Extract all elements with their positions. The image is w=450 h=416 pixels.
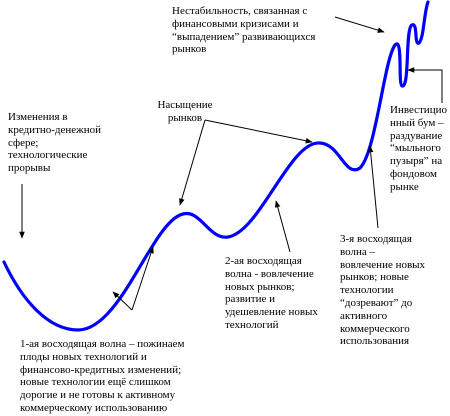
- arrow-wave1-b: [112, 291, 133, 311]
- label-market-saturation: Насыщение рынков: [157, 99, 213, 124]
- label-investment-boom: Инвестицио нный бум – раздувание “мыльно…: [390, 104, 447, 193]
- arrows: [19, 16, 443, 311]
- arrow-saturation-right: [204, 119, 313, 144]
- label-third-wave: 3-я восходящая волна – вовлечение новых …: [340, 233, 426, 348]
- label-monetary-changes: Изменения в кредитно-денежной сфере; тех…: [8, 111, 102, 175]
- label-first-wave: 1-ая восходящая волна – пожинаем плоды н…: [20, 338, 185, 414]
- arrow-saturation-left: [179, 119, 206, 206]
- arrow-investment: [407, 67, 443, 103]
- arrow-instability: [334, 16, 385, 33]
- wave-curve: [2, 0, 430, 332]
- label-instability: Нестабильность, связанная с финансовыми …: [172, 5, 316, 56]
- arrow-wave2: [274, 200, 291, 253]
- label-second-wave: 2-ая восходящая волна - вовлечение новых…: [225, 255, 318, 331]
- arrow-wave1-a: [131, 246, 154, 311]
- arrow-wave3: [367, 145, 379, 229]
